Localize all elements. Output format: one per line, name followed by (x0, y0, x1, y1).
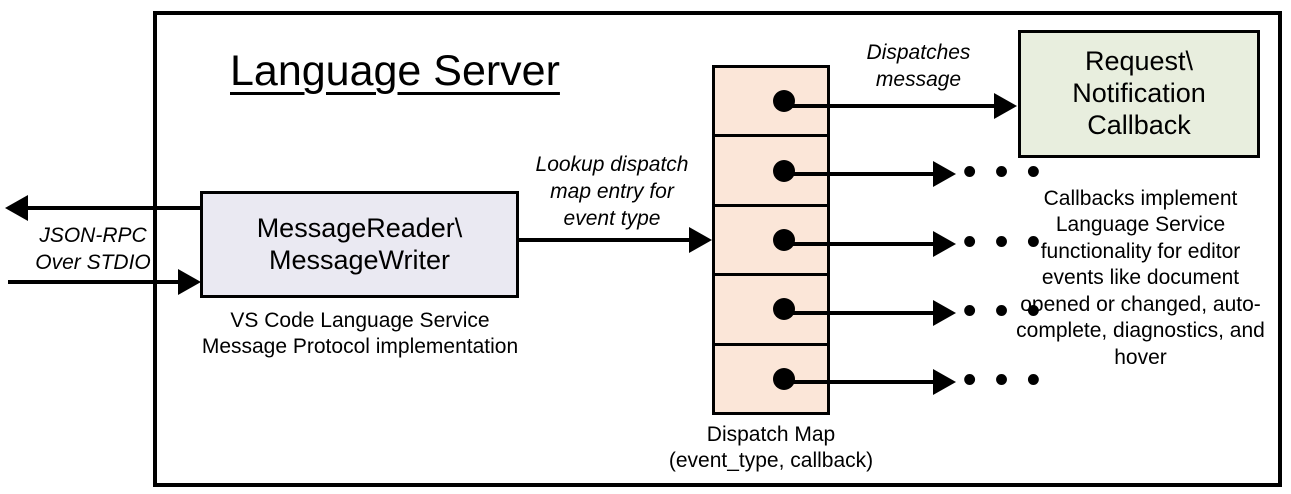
lookup-line (519, 238, 691, 242)
jsonrpc-out-line (28, 206, 202, 210)
dispatch-row2-line (780, 172, 935, 176)
dispatch-map-row[interactable] (715, 68, 827, 138)
jsonrpc-out-arrowhead (5, 195, 28, 221)
message-io-caption-line2: Message Protocol implementation (201, 335, 519, 359)
dispatch-entry-dot-icon (773, 298, 795, 321)
dispatch-row2-arrowhead (933, 161, 956, 187)
page-title: Language Server (230, 47, 560, 95)
dispatch-map-row[interactable] (715, 137, 827, 207)
dispatch-map-caption-line2: (event_type, callback) (668, 449, 874, 473)
dispatch-row4-line (780, 311, 935, 315)
dispatch-row4-arrowhead (933, 300, 956, 326)
dispatch-row5-ellipsis: • • • (963, 359, 1045, 401)
dispatch-row3-ellipsis: • • • (963, 221, 1045, 263)
callback-caption: Callbacks implement Language Service fun… (1016, 187, 1265, 369)
request-notification-callback-box[interactable]: Request\ Notification Callback (1018, 30, 1260, 158)
dispatch-entry-dot-icon (773, 90, 795, 113)
dispatch-entry-dot-icon (773, 229, 795, 252)
dispatch-map-table[interactable] (712, 65, 830, 415)
jsonrpc-in-line (8, 280, 180, 284)
dispatch-entry-dot-icon (773, 367, 795, 390)
dispatch-map-row[interactable] (715, 346, 827, 412)
dispatch-row3-line (780, 242, 935, 246)
dispatch-map-caption-line1: Dispatch Map (706, 423, 836, 446)
dispatch-row4-ellipsis: • • • (963, 290, 1045, 332)
callback-line1: Request\ (1084, 46, 1194, 77)
dispatches-label-line1: Dispatches (866, 41, 971, 64)
language-server-frame (153, 11, 1282, 487)
dispatch-entry-dot-icon (773, 159, 795, 182)
callback-line3: Callback (1087, 109, 1191, 140)
dispatch-row5-line (780, 380, 935, 384)
lookup-label-line1: Lookup dispatch (535, 153, 689, 176)
lookup-label-line2: map entry for (550, 179, 674, 203)
dispatch-map-caption: Dispatch Map (event_type, callback) (641, 422, 901, 475)
lookup-label-line3: event type (563, 206, 661, 230)
message-io-caption-line1: VS Code Language Service (230, 309, 490, 332)
jsonrpc-label-line1: JSON-RPC (39, 224, 147, 247)
dispatch-row3-arrowhead (933, 231, 956, 257)
dispatch-row1-line (780, 104, 996, 108)
edge-label-lookup: Lookup dispatch map entry for event type (512, 152, 712, 233)
jsonrpc-label-line2: Over STDIO (35, 250, 151, 274)
dispatch-row1-arrowhead (994, 93, 1017, 119)
message-io-line1: MessageReader\ (256, 212, 463, 243)
edge-label-dispatches-message: Dispatches message (836, 40, 1001, 94)
jsonrpc-in-arrowhead (178, 269, 201, 295)
message-reader-writer-caption: VS Code Language Service Message Protoco… (175, 308, 545, 361)
dispatch-row2-ellipsis: • • • (963, 151, 1045, 193)
message-reader-writer-box[interactable]: MessageReader\ MessageWriter (200, 191, 519, 298)
lookup-arrowhead (689, 227, 712, 253)
message-io-line2: MessageWriter (268, 244, 451, 275)
dispatches-label-line2: message (875, 67, 962, 91)
callback-line2: Notification (1072, 78, 1206, 109)
edge-label-jsonrpc: JSON-RPC Over STDIO (18, 223, 168, 277)
dispatch-row5-arrowhead (933, 369, 956, 395)
